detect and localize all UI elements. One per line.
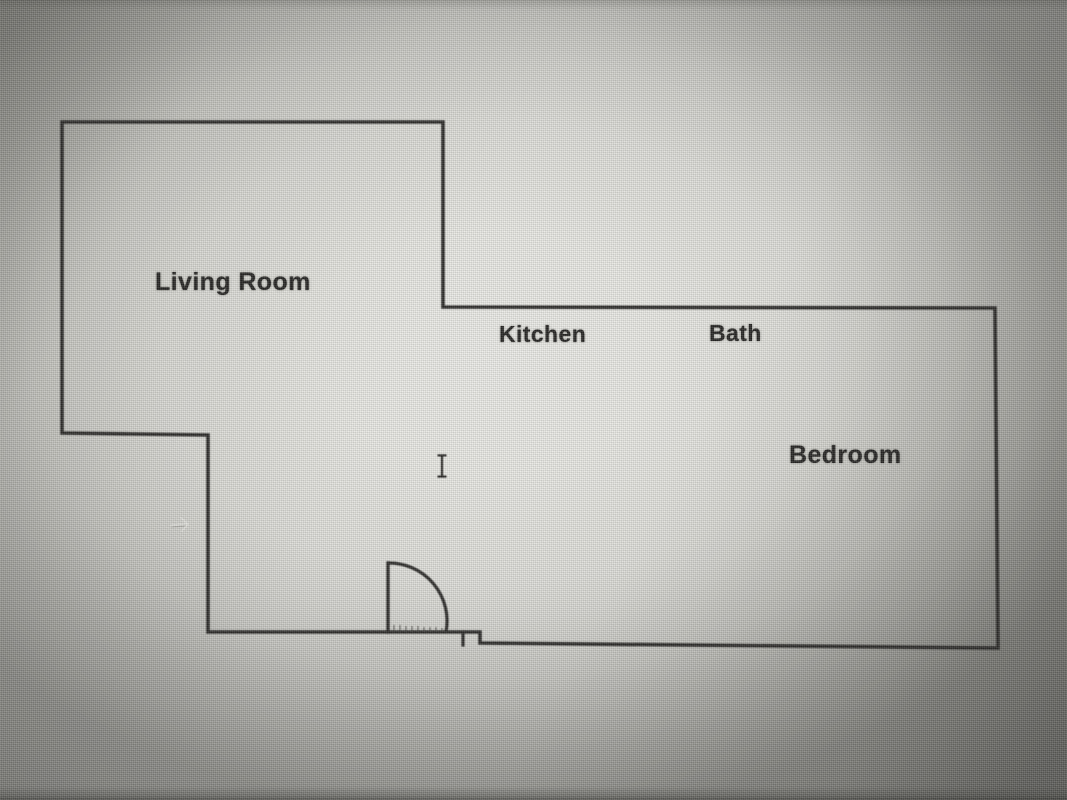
room-label-bath: Bath	[709, 320, 762, 346]
room-label-bedroom: Bedroom	[789, 441, 902, 469]
screen-bottom-shadow	[0, 786, 1067, 800]
screen-top-shadow	[0, 0, 1067, 10]
room-label-living-room: Living Room	[155, 268, 311, 296]
room-label-kitchen: Kitchen	[499, 321, 587, 347]
